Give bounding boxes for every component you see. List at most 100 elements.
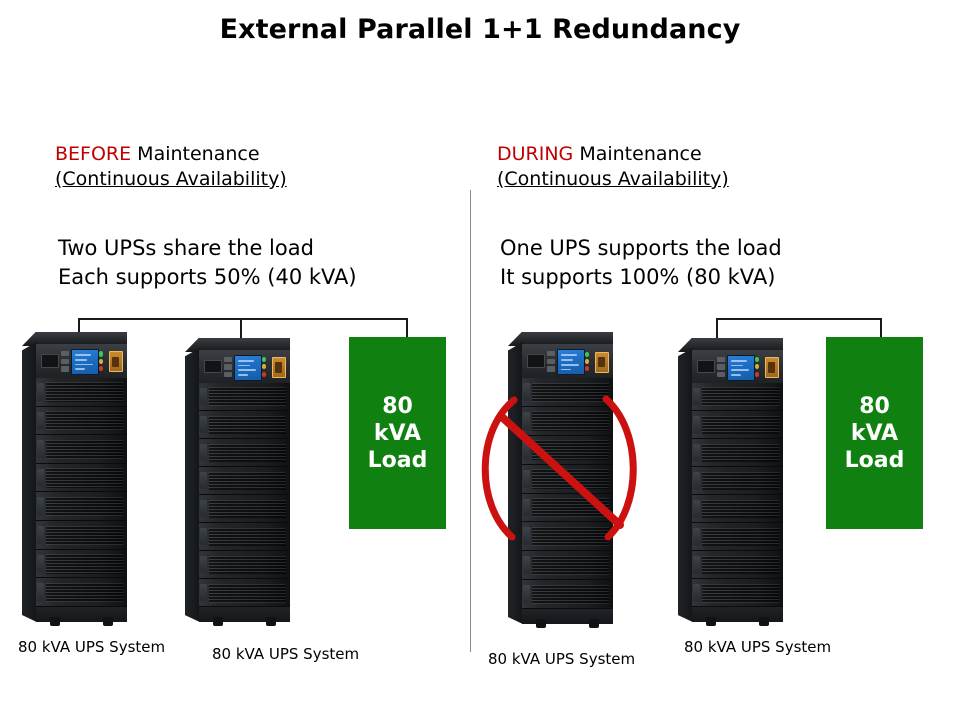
header-rest-during: Maintenance bbox=[573, 143, 702, 165]
cabinet-front-face bbox=[198, 350, 290, 626]
cabinet-top-lid bbox=[678, 338, 783, 352]
power-module-stack bbox=[691, 383, 783, 608]
caster-icon bbox=[50, 616, 61, 626]
caster-icon bbox=[706, 616, 717, 626]
power-module bbox=[198, 551, 290, 580]
led-amber-icon bbox=[754, 364, 760, 370]
caster-icon bbox=[536, 618, 547, 628]
panel-button-column[interactable] bbox=[717, 356, 726, 378]
power-module bbox=[35, 578, 127, 608]
led-green-icon bbox=[584, 351, 590, 357]
power-module bbox=[521, 435, 613, 465]
caster-icon bbox=[103, 616, 114, 626]
load-label: Load bbox=[367, 447, 428, 473]
ups-caption-3: 80 kVA UPS System bbox=[488, 650, 636, 668]
power-module bbox=[691, 467, 783, 496]
header-line2-during: (Continuous Availability) bbox=[497, 168, 729, 190]
power-button[interactable] bbox=[271, 357, 286, 378]
power-module-stack bbox=[35, 377, 127, 608]
panel-button-column[interactable] bbox=[547, 350, 556, 372]
power-module bbox=[35, 463, 127, 493]
led-green-icon bbox=[98, 351, 104, 357]
control-panel[interactable] bbox=[35, 344, 127, 379]
vent-grille-icon bbox=[204, 359, 222, 374]
ups-caption-4: 80 kVA UPS System bbox=[684, 638, 832, 656]
panel-button-column[interactable] bbox=[224, 356, 233, 378]
power-module bbox=[35, 521, 127, 550]
header-line2-before: (Continuous Availability) bbox=[55, 168, 287, 190]
power-module bbox=[35, 549, 127, 579]
column-description-during: One UPS supports the load It supports 10… bbox=[500, 234, 782, 292]
ups-cabinet-2[interactable] bbox=[185, 338, 290, 626]
status-led-group bbox=[98, 351, 104, 372]
desc-line2-during: It supports 100% (80 kVA) bbox=[500, 265, 776, 289]
column-description-before: Two UPSs share the load Each supports 50… bbox=[58, 234, 357, 292]
cabinet-top-lid bbox=[185, 338, 290, 352]
led-red-icon bbox=[261, 371, 267, 377]
bus-leg-load bbox=[880, 318, 882, 338]
vent-grille-icon bbox=[697, 359, 715, 374]
desc-line2-before: Each supports 50% (40 kVA) bbox=[58, 265, 357, 289]
control-panel[interactable] bbox=[521, 344, 613, 380]
ups-caption-1: 80 kVA UPS System bbox=[18, 638, 166, 656]
desc-line1-before: Two UPSs share the load bbox=[58, 236, 314, 260]
bus-bar bbox=[78, 318, 408, 320]
header-rest-before: Maintenance bbox=[131, 143, 260, 165]
panel-button-column[interactable] bbox=[61, 350, 70, 372]
cabinet-front-face bbox=[35, 344, 127, 626]
header-line1: DURING Maintenance bbox=[497, 142, 729, 167]
power-module bbox=[521, 378, 613, 407]
vent-grille-icon bbox=[527, 354, 545, 368]
power-module bbox=[198, 411, 290, 440]
load-unit: kVA bbox=[373, 420, 422, 446]
power-button[interactable] bbox=[594, 351, 609, 373]
led-green-icon bbox=[754, 357, 760, 363]
load-label: Load bbox=[844, 447, 905, 473]
led-amber-icon bbox=[584, 358, 590, 364]
led-red-icon bbox=[584, 366, 590, 372]
power-module bbox=[521, 464, 613, 494]
control-panel[interactable] bbox=[198, 350, 290, 385]
power-module bbox=[198, 495, 290, 524]
power-module bbox=[691, 439, 783, 468]
bus-leg-ups2 bbox=[240, 318, 242, 338]
bus-leg-ups1 bbox=[78, 318, 80, 338]
lcd-display bbox=[557, 349, 585, 376]
lcd-display bbox=[71, 349, 99, 376]
column-header-during: DURING Maintenance (Continuous Availabil… bbox=[497, 142, 729, 192]
cabinet-base bbox=[198, 607, 290, 626]
power-button[interactable] bbox=[764, 357, 779, 378]
power-module bbox=[521, 407, 613, 436]
control-panel[interactable] bbox=[691, 350, 783, 385]
power-module bbox=[691, 551, 783, 580]
caster-icon bbox=[589, 618, 600, 628]
header-keyword-before: BEFORE bbox=[55, 143, 132, 165]
ups-cabinet-1[interactable] bbox=[22, 332, 127, 626]
power-module bbox=[198, 579, 290, 608]
lcd-display bbox=[727, 355, 755, 381]
ups-cabinet-3[interactable] bbox=[508, 332, 613, 628]
power-module bbox=[198, 467, 290, 496]
power-module bbox=[198, 523, 290, 552]
vent-grille-icon bbox=[41, 354, 59, 368]
header-line1: BEFORE Maintenance bbox=[55, 142, 287, 167]
led-amber-icon bbox=[261, 364, 267, 370]
power-module bbox=[521, 493, 613, 523]
load-value: 80 bbox=[382, 393, 413, 419]
power-module bbox=[35, 406, 127, 436]
led-amber-icon bbox=[98, 358, 104, 364]
desc-line1-during: One UPS supports the load bbox=[500, 236, 782, 260]
status-led-group bbox=[754, 357, 760, 377]
power-module bbox=[35, 435, 127, 464]
cabinet-front-face bbox=[521, 344, 613, 628]
power-module bbox=[691, 411, 783, 440]
power-module bbox=[521, 580, 613, 609]
column-divider bbox=[470, 190, 471, 652]
column-header-before: BEFORE Maintenance (Continuous Availabil… bbox=[55, 142, 287, 192]
power-module bbox=[691, 523, 783, 552]
power-module-stack bbox=[521, 378, 613, 609]
ups-cabinet-4[interactable] bbox=[678, 338, 783, 626]
led-red-icon bbox=[98, 365, 104, 372]
power-button[interactable] bbox=[108, 351, 123, 373]
